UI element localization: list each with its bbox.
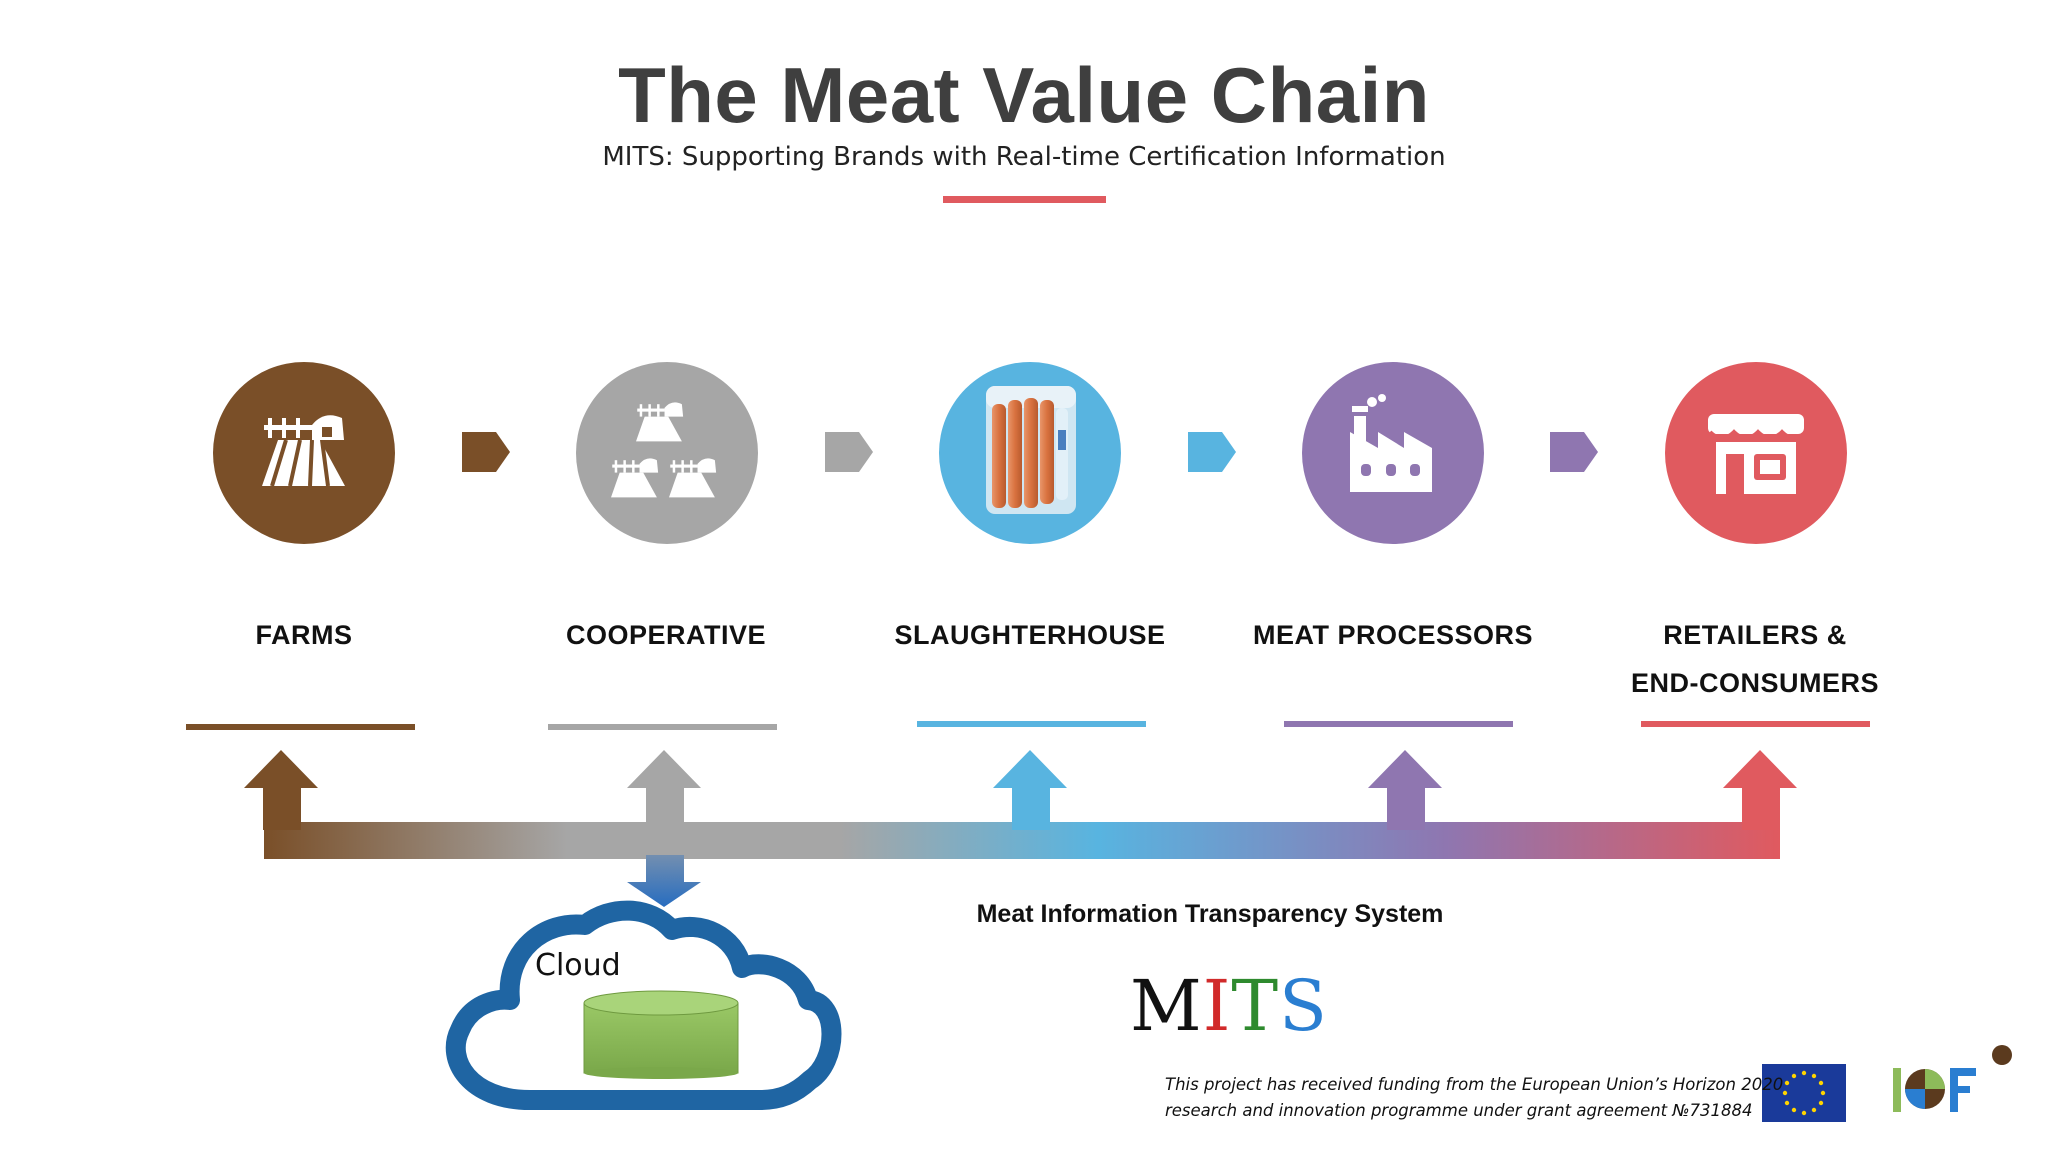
iof-logo [1893, 1045, 2012, 1112]
funding-line-1: This project has received funding from t… [1165, 1075, 1784, 1094]
farms-node [213, 362, 395, 544]
connector-arrow-1 [462, 432, 510, 472]
meat-processors-underline [1284, 721, 1513, 727]
cooperative-circle [576, 362, 758, 544]
store-icon [1708, 414, 1808, 494]
cooperative-farms-icon [611, 402, 717, 498]
stage-label-retailers-line2: END-CONSUMERS [1630, 668, 1879, 698]
stage-label-cooperative: COOPERATIVE [565, 620, 767, 650]
page-title: The Meat Value Chain [618, 51, 1430, 139]
meat-processors-node [1302, 362, 1484, 544]
system-name: Meat Information Transparency System [976, 900, 1444, 928]
slaughterhouse-node [939, 362, 1121, 544]
up-arrow-slaughterhouse [993, 750, 1067, 830]
down-arrow-to-cloud [627, 855, 701, 907]
up-arrow-meat-processors [1368, 750, 1442, 830]
stage-label-farms: FARMS [255, 620, 353, 650]
database-icon [583, 990, 739, 1079]
stage-label-meat-processors: MEAT PROCESSORS [1252, 620, 1534, 650]
up-arrow-farms-shape [244, 750, 318, 830]
farm-icon [262, 415, 345, 487]
up-arrow-cooperative [627, 750, 701, 830]
eu-stars [1782, 1070, 1826, 1116]
retailers-node [1665, 362, 1847, 544]
factory-icon [1350, 394, 1432, 492]
cooperative-node [576, 362, 758, 544]
funding-statement: This project has received funding from t… [1165, 1072, 1785, 1124]
cloud-label: Cloud [535, 948, 621, 983]
connector-arrow-4 [1550, 432, 1598, 472]
eu-flag-logo [1762, 1064, 1846, 1122]
mits-logo-letter-i: I [1202, 965, 1232, 1047]
mits-logo-letter-m: M [1130, 965, 1203, 1047]
stage-label-retailers-line1: RETAILERS & [1663, 620, 1847, 650]
mits-logo: MITS [1130, 965, 1328, 1047]
mits-logo-letter-t: T [1231, 965, 1280, 1047]
stage-label-slaughterhouse: SLAUGHTERHOUSE [894, 620, 1166, 650]
title-underline [943, 196, 1106, 203]
funding-line-2: research and innovation programme under … [1165, 1101, 1753, 1120]
slaughterhouse-underline [917, 721, 1146, 727]
connector-arrow-2 [825, 432, 873, 472]
page-subtitle: MITS: Supporting Brands with Real-time C… [602, 142, 1446, 172]
up-arrow-retailers [1723, 750, 1797, 830]
retailers-underline [1641, 721, 1870, 727]
connector-arrow-3 [1188, 432, 1236, 472]
cooperative-underline [548, 724, 777, 730]
mits-logo-letter-s: S [1279, 965, 1329, 1047]
slaughterhouse-photo [986, 386, 1076, 514]
farms-underline [186, 724, 415, 730]
